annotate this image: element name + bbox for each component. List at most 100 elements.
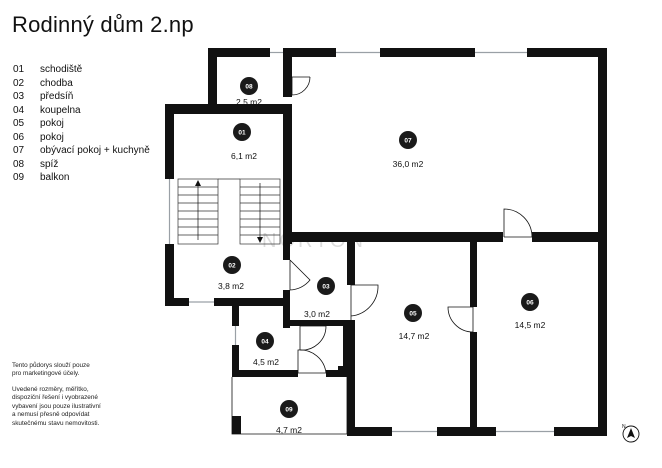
room-03: 03 3,0 m2 <box>304 277 335 319</box>
wall <box>283 320 355 326</box>
wall <box>232 370 298 377</box>
wall <box>470 242 477 307</box>
room-number: 05 <box>409 311 417 318</box>
door-room-06 <box>447 306 474 333</box>
wall <box>232 306 239 326</box>
wall <box>165 104 174 179</box>
room-08: 08 2,5 m2 <box>236 77 262 107</box>
door-bathroom <box>299 325 327 351</box>
legend-item: 09 balkon <box>13 171 150 185</box>
legend-label: spíž <box>40 158 59 170</box>
walls <box>165 48 607 436</box>
legend-item: 01 schodiště <box>13 63 150 77</box>
room-area: 14,5 m2 <box>515 320 546 330</box>
room-badge <box>404 304 422 322</box>
room-number: 01 <box>238 130 246 137</box>
note-line: Tento půdorys slouží pouze <box>12 362 90 369</box>
room-badge <box>280 400 298 418</box>
wall <box>347 320 355 436</box>
room-area: 2,5 m2 <box>236 97 262 107</box>
wall <box>380 48 475 57</box>
note-line: dispoziční řešení i vyobrazené <box>12 394 98 402</box>
stair-arrow-up-icon <box>195 180 201 186</box>
legend-label: schodiště <box>40 64 83 75</box>
legend-label: pokoj <box>40 118 64 129</box>
room-06: 06 14,5 m2 <box>515 293 546 330</box>
doors <box>289 76 533 374</box>
legend-number: 01 <box>13 64 25 75</box>
legend-number: 09 <box>13 172 25 183</box>
stair-flight <box>177 178 219 245</box>
room-area: 3,0 m2 <box>304 309 330 319</box>
compass-label: N <box>622 424 626 430</box>
legend-label: pokoj <box>40 131 64 143</box>
marketing-note: Tento půdorys slouží pouze pro marketing… <box>12 362 122 379</box>
room-badge <box>233 123 251 141</box>
wall <box>283 242 290 260</box>
room-number: 08 <box>245 84 253 91</box>
wall <box>437 427 477 436</box>
room-badge <box>240 77 258 95</box>
wall <box>208 48 217 104</box>
plan-title: Rodinný dům 2.np <box>12 12 194 37</box>
room-07: 07 36,0 m2 <box>393 131 424 169</box>
wall <box>474 427 496 436</box>
note-line: a nemusí přesně odpovídat <box>12 411 90 419</box>
room-number: 04 <box>261 339 269 346</box>
wall <box>347 242 355 285</box>
wall <box>232 416 241 434</box>
legend-number: 04 <box>13 104 25 116</box>
room-number: 09 <box>285 407 293 414</box>
wall <box>283 104 292 244</box>
wall <box>347 427 392 436</box>
compass-ring <box>622 425 640 443</box>
door-room-05 <box>350 284 379 320</box>
wall <box>527 48 607 57</box>
room-number: 07 <box>404 138 412 145</box>
wall <box>208 48 270 57</box>
room-area: 14,7 m2 <box>399 331 430 341</box>
room-area: 4,7 m2 <box>276 425 302 435</box>
door-living <box>503 208 533 238</box>
room-number: 02 <box>228 263 236 270</box>
room-01: 01 6,1 m2 <box>231 123 257 161</box>
legend-number: 03 <box>13 91 25 102</box>
wall <box>343 326 350 377</box>
room-area: 36,0 m2 <box>393 159 424 169</box>
wall <box>232 345 239 377</box>
note-line: Uvedené rozměry, měřítko, <box>12 386 89 393</box>
compass-icon: N <box>622 424 640 443</box>
wall <box>214 298 290 306</box>
room-badge <box>521 293 539 311</box>
room-number: 06 <box>526 300 534 307</box>
room-badges: 08 2,5 m2 01 6,1 m2 07 36,0 m2 02 3,8 m2… <box>218 77 546 435</box>
wall <box>470 332 477 436</box>
legend-label: chodba <box>40 77 73 89</box>
room-badge <box>256 332 274 350</box>
legend-label: předsíň <box>40 91 74 102</box>
note-line: skutečnému stavu nemovitosti. <box>12 419 100 427</box>
stair-arrow-down-icon <box>257 237 263 243</box>
door-pantry <box>291 76 311 96</box>
wall <box>554 427 607 436</box>
legend-number: 05 <box>13 118 25 129</box>
balcony-outline <box>231 377 348 435</box>
balcony-rail <box>231 377 348 435</box>
legend-label: balkon <box>40 172 70 183</box>
legend-number: 02 <box>13 77 25 89</box>
wall <box>283 232 503 242</box>
legend-item: 05 pokoj <box>13 117 150 131</box>
legend-number: 08 <box>13 158 25 170</box>
wall <box>283 290 290 328</box>
wall <box>338 366 355 377</box>
legend-label: obývací pokoj + kuchyně <box>40 145 150 156</box>
room-area: 3,8 m2 <box>218 281 244 291</box>
room-area: 4,5 m2 <box>253 357 279 367</box>
room-09: 09 4,7 m2 <box>276 400 302 435</box>
legend-item: 08 spíž <box>13 158 150 172</box>
staircase <box>177 178 281 245</box>
legend-number: 07 <box>13 145 25 156</box>
